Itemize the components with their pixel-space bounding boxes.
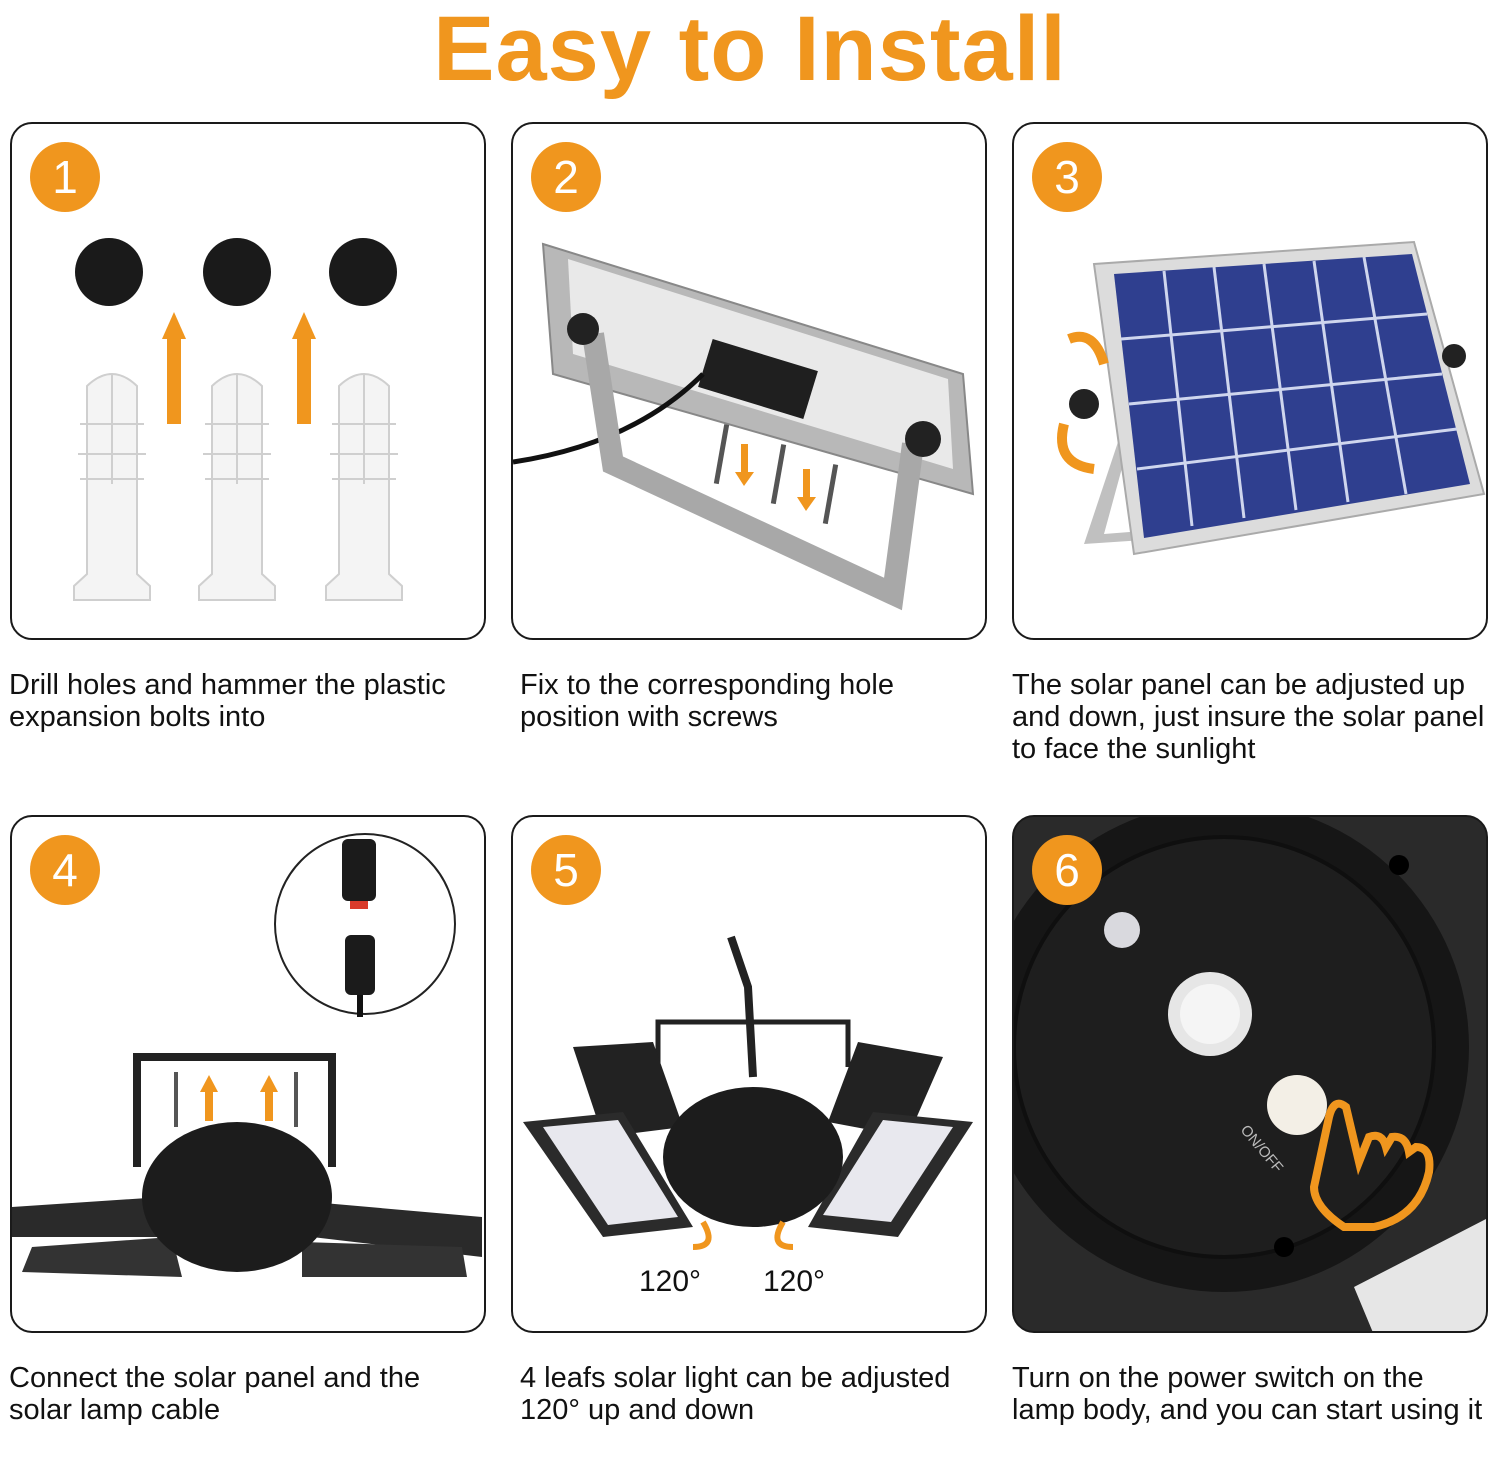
indicator-light — [1104, 912, 1140, 948]
lamp-leaf — [302, 1242, 467, 1277]
power-button — [1267, 1075, 1327, 1135]
expansion-bolt — [73, 373, 151, 601]
step-5-caption: 4 leafs solar light can be adjusted 120°… — [520, 1362, 951, 1426]
connector-socket — [345, 935, 375, 995]
step-1-caption: Drill holes and hammer the plastic expan… — [9, 669, 446, 733]
panel-grid — [1120, 256, 1458, 527]
expansion-bolt — [325, 373, 403, 601]
step-2-badge: 2 — [531, 142, 601, 212]
lamp-leaf — [828, 1042, 943, 1137]
drill-hole — [329, 238, 397, 306]
down-arrow-icon — [735, 444, 816, 511]
step-1-panel: 1 — [10, 122, 486, 640]
power-switch-illustration: ON/OFF — [1014, 817, 1486, 1331]
step-4-caption: Connect the solar panel and the solar la… — [9, 1362, 421, 1426]
adjustable-leafs-illustration — [523, 935, 973, 1250]
knob — [1442, 344, 1466, 368]
step-2-caption: Fix to the corresponding hole position w… — [520, 669, 894, 733]
lamp-bracket — [133, 1053, 336, 1167]
rotate-arrow-icon — [692, 1220, 794, 1250]
lamp-bracket — [655, 1019, 851, 1067]
step-1-badge: 1 — [30, 142, 100, 212]
hand-pointer-icon — [1309, 1099, 1434, 1231]
up-arrow-icon — [200, 1075, 278, 1121]
lamp-leaf — [312, 1202, 482, 1257]
solar-panel-illustration — [1057, 240, 1486, 556]
knob — [567, 313, 599, 345]
step-6-panel: 6 ON/OFF — [1012, 815, 1488, 1333]
drill-holes-illustration — [73, 238, 403, 601]
knob — [1069, 389, 1099, 419]
lamp-leaf — [22, 1237, 182, 1277]
mount-hole — [1389, 855, 1409, 875]
step-5-panel: 5 120° 120° — [511, 815, 987, 1333]
mounting-bracket — [582, 332, 924, 611]
step-3-panel: 3 — [1012, 122, 1488, 640]
step-3-caption: The solar panel can be adjusted up and d… — [1012, 669, 1485, 765]
power-cable — [513, 372, 705, 465]
cable-connection-illustration — [12, 833, 482, 1277]
up-arrow-icon — [162, 312, 186, 424]
step-5-badge: 5 — [531, 835, 601, 905]
step-4-badge: 4 — [30, 835, 100, 905]
drill-hole — [75, 238, 143, 306]
step-4-panel: 4 — [10, 815, 486, 1333]
step-6-badge: 6 — [1032, 835, 1102, 905]
screw-icon — [713, 424, 839, 525]
drill-hole — [203, 238, 271, 306]
expansion-bolt — [198, 373, 276, 601]
led-strip — [1354, 1219, 1486, 1331]
mount-hole — [1274, 1237, 1294, 1257]
page-title: Easy to Install — [433, 0, 1067, 100]
step-6-caption: Turn on the power switch on the lamp bod… — [1012, 1362, 1483, 1426]
lamp-leaf — [12, 1197, 162, 1237]
junction-box — [698, 339, 818, 419]
lamp-body — [142, 1122, 332, 1272]
knob — [905, 421, 941, 457]
hanging-cable — [727, 935, 757, 1078]
up-arrow-icon — [292, 312, 316, 424]
lamp-leaf — [573, 1042, 683, 1137]
lamp-body — [663, 1087, 843, 1227]
lamp-bracket-illustration — [513, 242, 975, 611]
connector-plug — [342, 839, 376, 901]
screw-icon — [174, 1072, 298, 1127]
step-3-badge: 3 — [1032, 142, 1102, 212]
rotate-arrow-icon — [1057, 331, 1109, 474]
angle-label-right: 120° — [763, 1265, 826, 1298]
angle-label-left: 120° — [639, 1265, 702, 1298]
connector-zoom-inset — [274, 833, 456, 1015]
step-2-panel: 2 — [511, 122, 987, 640]
